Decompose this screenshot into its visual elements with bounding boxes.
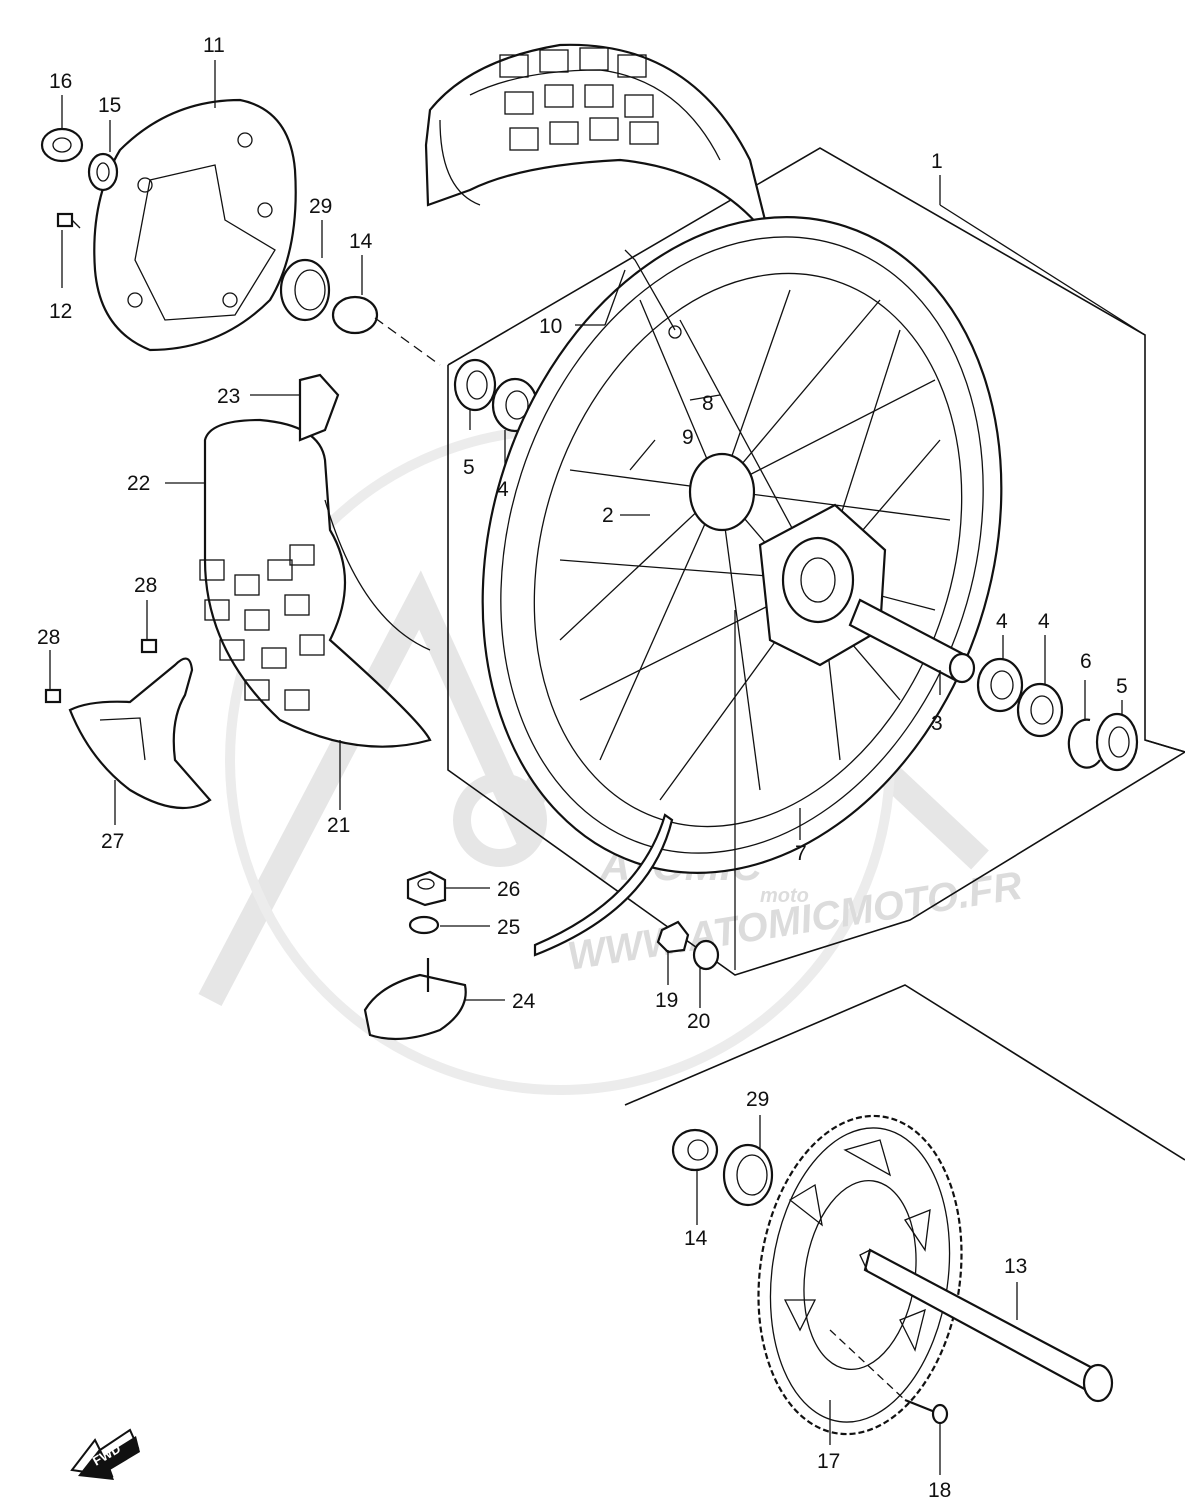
rear-tire-tread-view bbox=[199, 418, 432, 748]
callout-12: 12 bbox=[49, 300, 72, 323]
sprocket-nut bbox=[656, 920, 690, 954]
callout-13: 13 bbox=[1004, 1255, 1027, 1278]
disc-washer bbox=[87, 152, 119, 192]
rear-wheel bbox=[481, 216, 1003, 874]
oil-seal-5b bbox=[1095, 712, 1139, 772]
callout-4b: 4 bbox=[996, 610, 1008, 633]
rim-lock bbox=[363, 958, 467, 1041]
spoke-nipple bbox=[624, 249, 676, 331]
rim-tape bbox=[298, 373, 340, 442]
disc-bolt bbox=[56, 212, 81, 229]
sprocket-assembly-box bbox=[624, 984, 1185, 1161]
callout-24: 24 bbox=[512, 990, 536, 1013]
callout-21: 21 bbox=[327, 814, 350, 837]
watermark-brand-sub: moto bbox=[760, 885, 809, 907]
callout-29b: 29 bbox=[746, 1088, 769, 1111]
spacer-29a bbox=[279, 258, 331, 322]
callout-18: 18 bbox=[928, 1479, 951, 1500]
forward-direction-arrow: FWD bbox=[70, 1428, 140, 1480]
callout-28a: 28 bbox=[134, 574, 157, 597]
rim-lock-nut bbox=[406, 870, 447, 907]
callout-22: 22 bbox=[127, 472, 150, 495]
callout-14a: 14 bbox=[349, 230, 373, 253]
disc-nut bbox=[40, 127, 84, 163]
callout-5b: 5 bbox=[1116, 675, 1128, 698]
wheel-assembly-box bbox=[447, 147, 1185, 976]
collar-14a bbox=[331, 295, 441, 366]
bearing-4b bbox=[976, 657, 1024, 713]
callout-6: 6 bbox=[1080, 650, 1092, 673]
callout-27: 27 bbox=[101, 830, 124, 853]
callout-2: 2 bbox=[602, 504, 614, 527]
sprocket-washer bbox=[692, 939, 720, 971]
circlip bbox=[1067, 718, 1101, 769]
rear-sprocket bbox=[757, 1114, 963, 1436]
callout-17: 17 bbox=[817, 1450, 840, 1473]
callout-28b: 28 bbox=[37, 626, 60, 649]
callout-25: 25 bbox=[497, 916, 520, 939]
axle-spacer bbox=[848, 598, 976, 684]
guard-bolt-a bbox=[140, 638, 158, 654]
guard-bolt-b bbox=[44, 688, 62, 704]
callout-11: 11 bbox=[203, 34, 225, 57]
callout-20: 20 bbox=[687, 1010, 710, 1033]
callout-7: 7 bbox=[795, 842, 807, 865]
rim-lock-washer bbox=[408, 915, 440, 935]
spacer-29b bbox=[722, 1143, 774, 1207]
collar-14b bbox=[671, 1128, 719, 1172]
callout-5a: 5 bbox=[463, 456, 475, 479]
oil-seal-5a bbox=[453, 358, 497, 412]
callout-16: 16 bbox=[49, 70, 72, 93]
rear-tire bbox=[424, 43, 772, 241]
callout-1: 1 bbox=[931, 150, 943, 173]
leader-lines bbox=[49, 60, 1146, 1475]
disc-guard bbox=[68, 657, 212, 810]
callout-4c: 4 bbox=[1038, 610, 1050, 633]
rear-axle bbox=[859, 1248, 1114, 1403]
callout-3: 3 bbox=[931, 712, 943, 735]
inner-tube-segment bbox=[533, 813, 674, 957]
brake-disc bbox=[93, 98, 297, 352]
sprocket-bolt bbox=[829, 1329, 949, 1425]
callout-4a: 4 bbox=[497, 478, 509, 501]
callout-15: 15 bbox=[98, 94, 121, 117]
callout-26: 26 bbox=[497, 878, 520, 901]
callout-29a: 29 bbox=[309, 195, 332, 218]
callout-9: 9 bbox=[682, 426, 694, 449]
callout-8: 8 bbox=[702, 392, 714, 415]
bearing-4c bbox=[1016, 682, 1064, 738]
callouts: 1 2 3 4 4 4 5 5 6 7 8 9 10 11 12 13 14 1… bbox=[37, 34, 1128, 1500]
callout-14b: 14 bbox=[684, 1227, 708, 1250]
callout-19: 19 bbox=[655, 989, 678, 1012]
callout-23: 23 bbox=[217, 385, 240, 408]
callout-10: 10 bbox=[539, 315, 562, 338]
